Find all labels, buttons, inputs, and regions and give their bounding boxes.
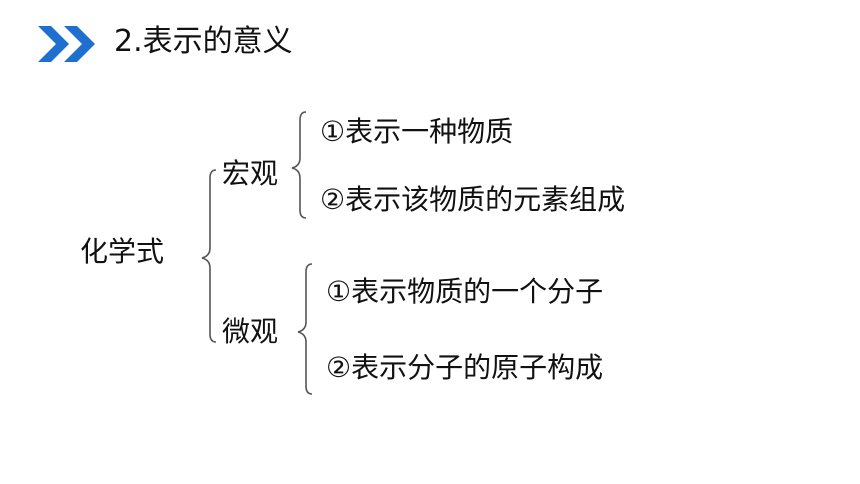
branch-label-micro: 微观 (222, 315, 279, 348)
macro-item-2: ②表示该物质的元素组成 (320, 183, 626, 216)
micro-item-1: ①表示物质的一个分子 (326, 275, 604, 308)
chevron-left-shape (38, 26, 69, 62)
double-chevron-right-icon (38, 26, 95, 62)
micro-item-2: ②表示分子的原子构成 (326, 351, 604, 384)
root-label: 化学式 (80, 235, 165, 268)
macro-brace (291, 111, 307, 219)
branch-label-macro: 宏观 (222, 157, 279, 190)
macro-item-1: ①表示一种物质 (320, 115, 514, 148)
chevron-right-shape (64, 26, 95, 62)
section-title: 2.表示的意义 (114, 24, 293, 59)
micro-brace (297, 263, 313, 395)
root-brace (201, 169, 217, 343)
